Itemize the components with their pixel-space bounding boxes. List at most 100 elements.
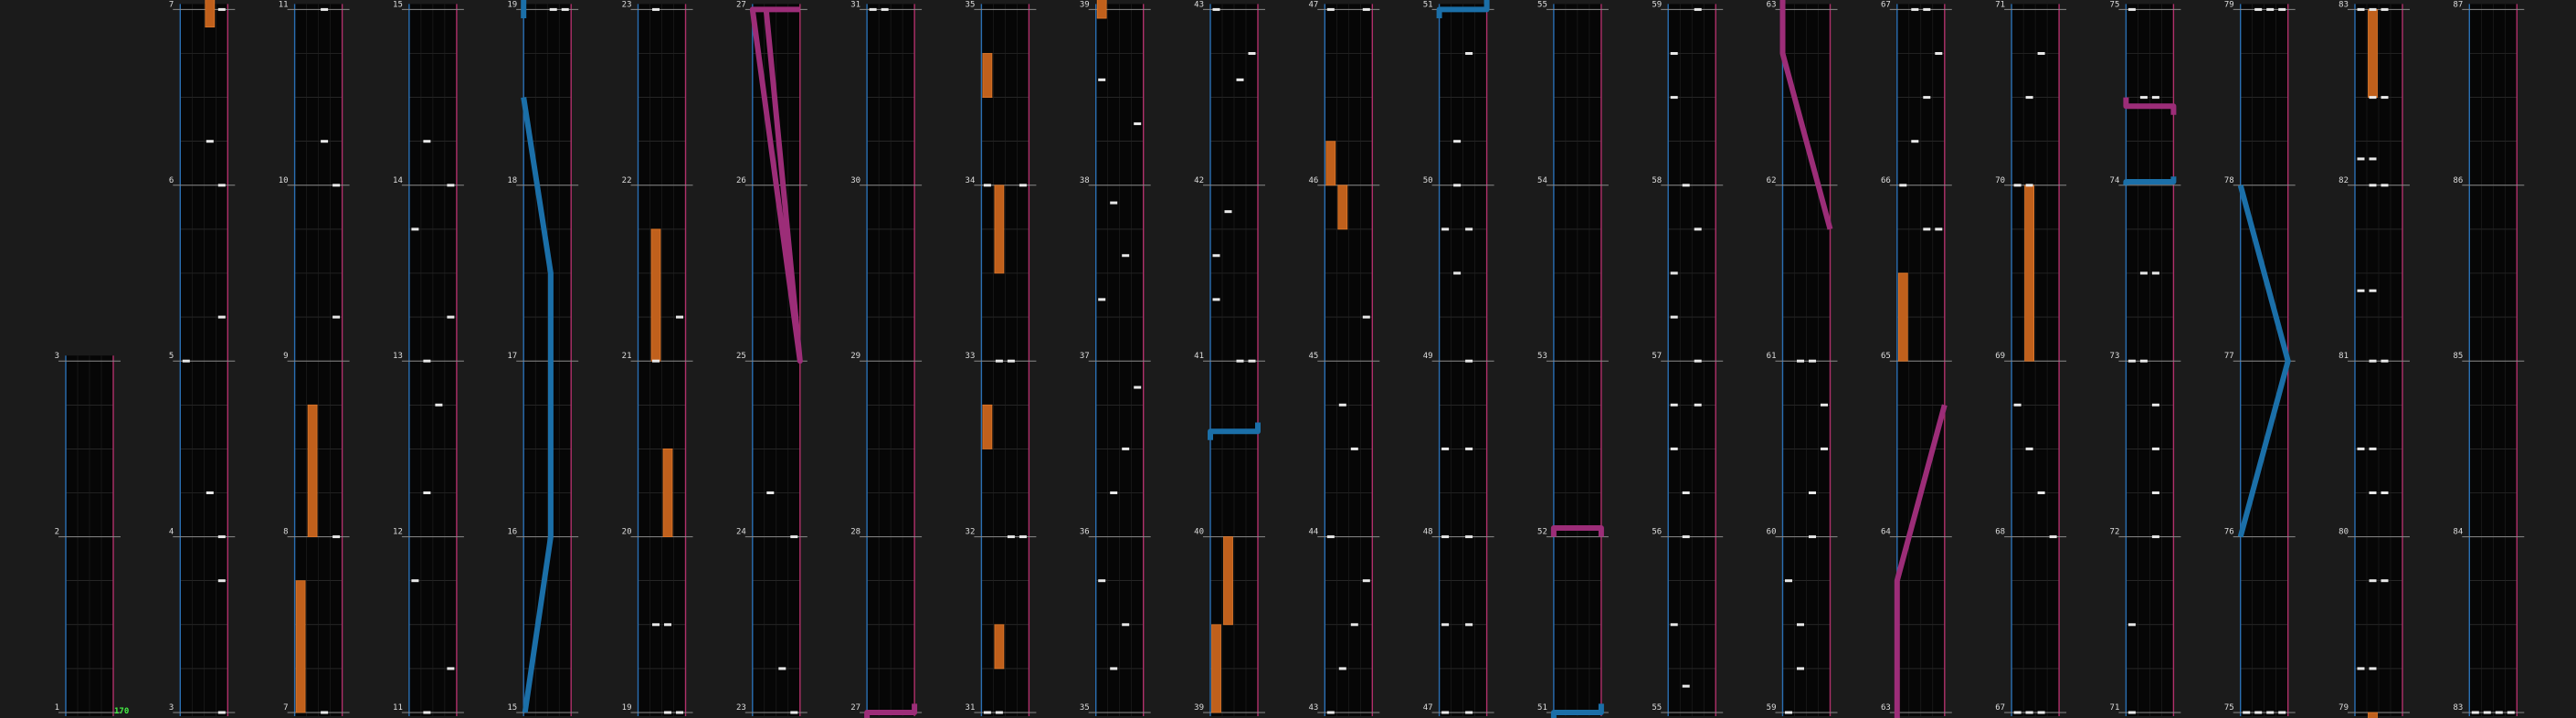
tap-note [217, 535, 226, 539]
measure-label: 5 [169, 352, 174, 361]
slide-path [749, 6, 803, 364]
tap-note [652, 7, 660, 11]
tap-note [1911, 7, 1919, 11]
tap-note [2139, 271, 2148, 275]
tap-note [1682, 684, 1690, 688]
measure-label: 47 [1308, 0, 1318, 9]
tap-note [423, 491, 431, 494]
tap-note [2471, 711, 2479, 714]
measure-label: 67 [1995, 703, 2005, 713]
measure-label: 79 [2224, 0, 2234, 9]
measure-label: 51 [1423, 0, 1433, 9]
tap-note [1098, 78, 1106, 81]
hold-note [205, 0, 216, 28]
measure-label: 75 [2110, 0, 2120, 9]
tap-note [664, 711, 671, 714]
tap-note [2151, 403, 2159, 407]
slide-path [1894, 404, 1948, 718]
tap-note [447, 315, 455, 319]
measure-label: 59 [1652, 0, 1662, 9]
tap-note [2381, 359, 2389, 363]
measure-label: 31 [850, 0, 860, 9]
hold-note [1325, 141, 1336, 186]
measure-label: 83 [2338, 0, 2349, 9]
tap-note [1338, 667, 1346, 670]
measure-label: 83 [2453, 703, 2463, 713]
measure-label: 68 [1995, 528, 2005, 537]
tap-note [423, 711, 431, 714]
tap-note [1465, 711, 1473, 714]
measure-label: 10 [279, 176, 289, 185]
tap-note [2013, 711, 2022, 714]
tap-note [2357, 667, 2365, 670]
tap-note [1110, 491, 1118, 494]
measure-label: 21 [622, 352, 632, 361]
tap-note [1797, 623, 1804, 627]
measure-label: 80 [2338, 528, 2349, 537]
tap-note [1362, 7, 1370, 11]
tap-note [790, 711, 798, 714]
tap-note [2381, 7, 2389, 11]
measure-label: 41 [1194, 352, 1204, 361]
measure-label: 71 [2110, 703, 2120, 713]
tap-note [1465, 52, 1473, 55]
tap-note [2013, 403, 2022, 407]
tap-note [2127, 359, 2136, 363]
measure-label: 40 [1194, 528, 1204, 537]
measure-label: 84 [2453, 528, 2463, 537]
measure-label: 58 [1652, 176, 1662, 185]
measure-label: 18 [507, 176, 517, 185]
measure-label: 44 [1308, 528, 1318, 537]
hold-note [1223, 536, 1233, 626]
measure-label: 43 [1308, 703, 1318, 713]
tap-note [995, 359, 1003, 363]
measure-label: 35 [1080, 703, 1090, 713]
measure-label: 19 [507, 0, 517, 9]
tap-note [1326, 535, 1335, 539]
measure-label: 73 [2110, 352, 2120, 361]
measure-label: 72 [2110, 528, 2120, 537]
tap-note [2369, 491, 2377, 494]
tap-note [1224, 210, 1232, 214]
tap-note [1350, 623, 1358, 627]
hold-note [650, 228, 661, 362]
hold-note [1211, 624, 1221, 713]
measure-label: 66 [1881, 176, 1891, 185]
tap-note [2381, 96, 2389, 100]
tap-note [1110, 201, 1118, 205]
tap-note [1465, 447, 1473, 450]
measure-label: 4 [169, 528, 174, 537]
tap-note [2139, 96, 2148, 100]
hold-note [2368, 712, 2378, 718]
tap-note [1441, 711, 1450, 714]
measure-label: 87 [2453, 0, 2463, 9]
measure-label: 29 [850, 352, 860, 361]
measure-label: 16 [507, 528, 517, 537]
hold-note [295, 580, 306, 713]
tap-note [1362, 315, 1370, 319]
tap-note [1694, 359, 1702, 363]
tap-note [2049, 535, 2057, 539]
measure-label: 56 [1652, 528, 1662, 537]
tap-note [217, 579, 226, 583]
measure-label: 37 [1080, 352, 1090, 361]
measure-label: 23 [622, 0, 632, 9]
tap-note [2381, 184, 2389, 187]
tap-note [1670, 315, 1678, 319]
measure-label: 23 [736, 703, 746, 713]
tap-note [2037, 711, 2045, 714]
tap-note [2369, 447, 2377, 450]
hold-note [982, 404, 993, 449]
tap-note [1935, 227, 1943, 231]
tap-note [321, 140, 329, 143]
hold-note [994, 185, 1005, 274]
tap-note [2151, 96, 2159, 100]
tap-note [333, 315, 341, 319]
tap-note [1694, 7, 1702, 11]
measure-label: 52 [1537, 528, 1547, 537]
measure-label: 69 [1995, 352, 2005, 361]
tap-note [2357, 7, 2365, 11]
tap-note [1441, 535, 1450, 539]
measure-label: 63 [1767, 0, 1777, 9]
